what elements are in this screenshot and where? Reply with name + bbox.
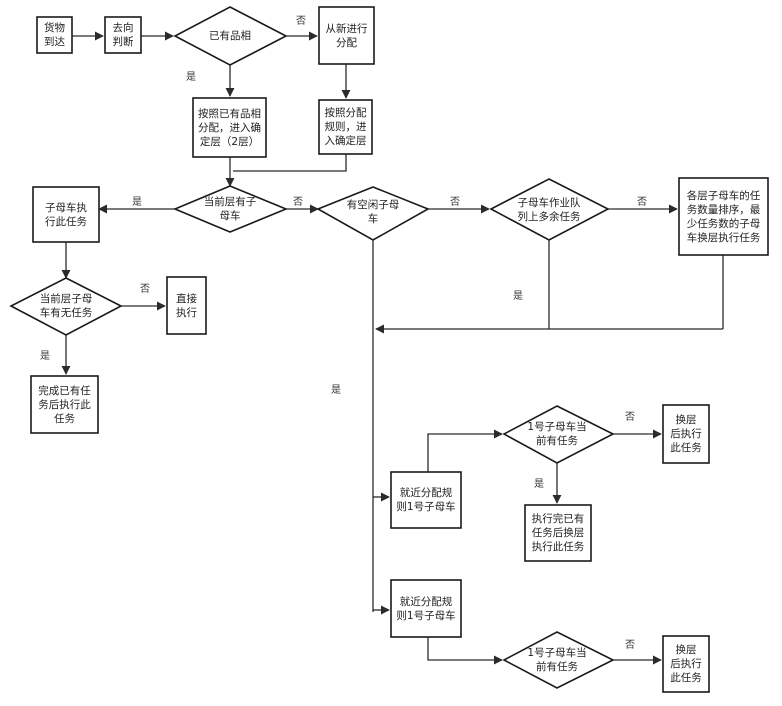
- edge-nearrule2-car1b: [427, 637, 503, 665]
- label-yes-car1: 是: [534, 479, 544, 490]
- label-yes-idlecar: 是: [331, 385, 341, 396]
- box-finishswitch: [524, 504, 592, 562]
- label-no-idlecar: 否: [450, 197, 460, 208]
- label-no-hascar: 否: [293, 197, 303, 208]
- label-no-hasslot: 否: [296, 16, 306, 27]
- label-yes-hascar: 是: [132, 197, 142, 208]
- box-sorttasks: [678, 177, 769, 256]
- label-yes-hasslot: 是: [186, 72, 196, 83]
- box-judge: [104, 16, 142, 54]
- diamond-queueover: [489, 178, 610, 241]
- label-no-queueover: 否: [637, 197, 647, 208]
- box-afterswitch2: [662, 635, 710, 693]
- box-arrive: [36, 16, 73, 54]
- diamond-car1hastask2: [502, 631, 615, 689]
- label-yes-queueover: 是: [513, 291, 523, 302]
- diamond-hascar: [172, 185, 289, 233]
- diamond-car1hastask: [502, 405, 615, 464]
- label-no-car1: 否: [625, 412, 635, 423]
- box-byrule: [318, 99, 373, 155]
- box-nearrule1: [390, 471, 462, 529]
- label-no-car1b: 否: [625, 640, 635, 651]
- edge-nearrule1-car1: [427, 429, 503, 472]
- box-directexec: [166, 276, 207, 335]
- diamond-idlecar: [316, 186, 430, 241]
- edge-byrule-merge: [233, 154, 347, 172]
- diamond-hasslot: [173, 6, 288, 66]
- label-no-carhastask: 否: [140, 284, 150, 295]
- box-finishthen: [30, 375, 99, 434]
- box-byexist: [192, 97, 267, 158]
- connectors: [61, 31, 724, 665]
- box-afterswitch1: [662, 404, 710, 464]
- decision-diamonds: [9, 6, 615, 689]
- diamond-carhastask: [9, 277, 123, 336]
- box-reassign: [318, 6, 375, 65]
- box-nearrule2: [390, 579, 462, 638]
- label-yes-carhastask: 是: [40, 351, 50, 362]
- process-boxes: [30, 6, 769, 693]
- box-carexec: [32, 186, 100, 243]
